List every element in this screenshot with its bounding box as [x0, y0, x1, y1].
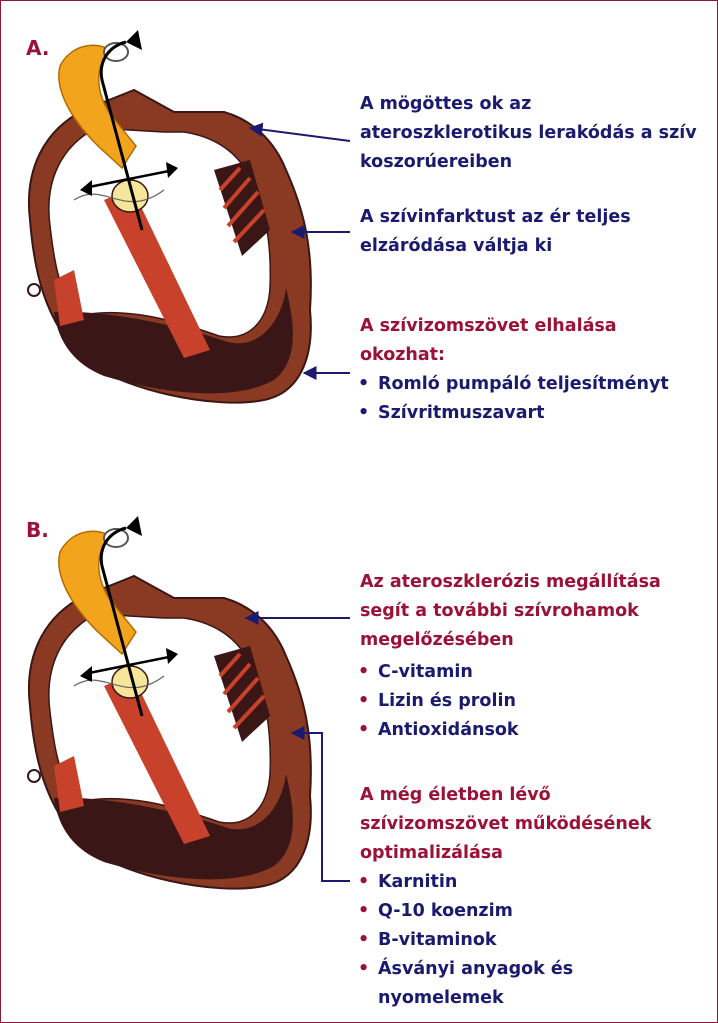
arrow-cause: [250, 128, 350, 141]
arrow-optimize: [292, 733, 350, 881]
